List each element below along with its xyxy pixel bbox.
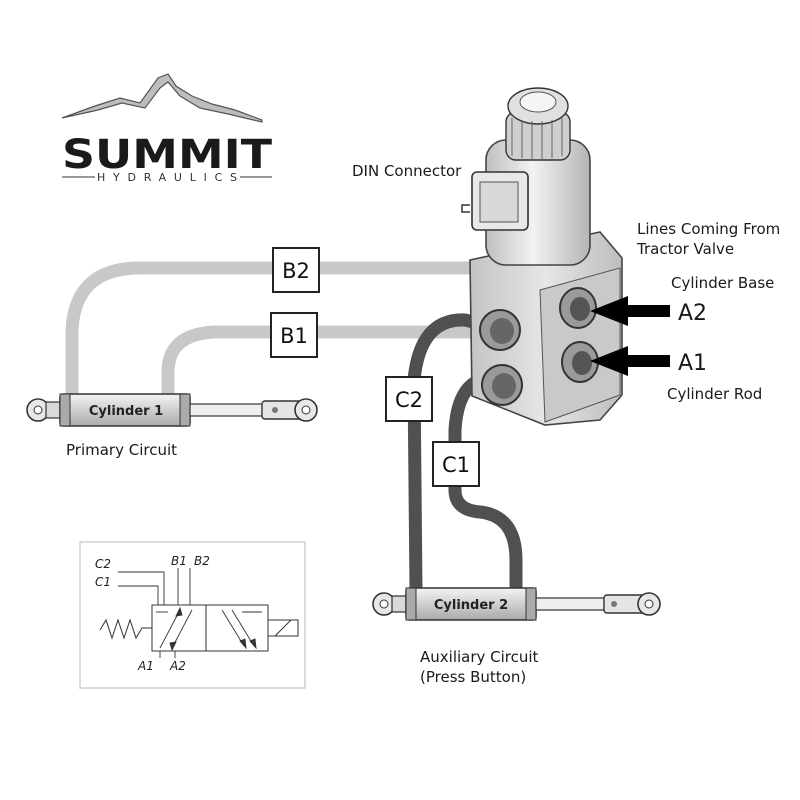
cylinder-2-rod	[535, 597, 609, 611]
label-lines-coming-from: Lines Coming From	[637, 220, 780, 238]
schematic-solenoid	[267, 619, 299, 637]
summit-logo: SUMMIT HYDRAULICS	[61, 73, 273, 184]
label-primary-circuit: Primary Circuit	[66, 441, 177, 459]
arrows	[590, 296, 670, 376]
hose-b1	[161, 325, 495, 405]
arrow-a1	[590, 346, 670, 376]
schematic-label-b2: B2	[194, 554, 210, 568]
label-a1: A1	[678, 351, 707, 376]
selector-valve	[461, 87, 623, 426]
label-press-button: (Press Button)	[420, 668, 526, 686]
schematic-lead-c1	[118, 585, 159, 605]
solenoid-cap-top	[519, 91, 557, 113]
hoses	[65, 261, 523, 597]
label-cylinder-base: Cylinder Base	[671, 274, 774, 292]
hose-c2	[407, 313, 485, 597]
port-a1-inner	[572, 351, 592, 375]
din-connector-face	[479, 181, 519, 223]
mountain-icon	[61, 73, 263, 123]
cylinder-1-eye-left-hole	[33, 405, 43, 415]
cylinder-2: Cylinder 2	[372, 587, 661, 621]
cylinder-2-pin	[611, 601, 617, 607]
label-auxiliary-circuit: Auxiliary Circuit	[420, 648, 539, 666]
svg-text:C2: C2	[395, 388, 423, 412]
svg-text:B2: B2	[282, 259, 310, 283]
port-label-b1: B1	[270, 312, 318, 358]
cylinder-1-endcap-right	[179, 393, 191, 427]
arrow-a2	[590, 296, 670, 326]
cylinder-1-endcap-left	[59, 393, 71, 427]
schematic-label-a2: A2	[169, 659, 186, 673]
svg-text:C1: C1	[442, 453, 470, 477]
cylinder-2-endcap-left	[405, 587, 417, 621]
schematic-label-c1: C1	[95, 575, 111, 589]
cylinder-2-label: Cylinder 2	[434, 598, 508, 613]
cylinder-1: Cylinder 1	[26, 393, 318, 427]
cylinder-1-pin	[272, 407, 278, 413]
schematic-spring	[99, 618, 152, 640]
cylinder-1-eye-right-hole	[301, 405, 311, 415]
schematic-label-a1: A1	[137, 659, 154, 673]
cylinder-2-endcap-right	[525, 587, 537, 621]
cylinder-2-eye-right-hole	[644, 599, 654, 609]
schematic-flow-arrows-right	[221, 609, 257, 650]
label-cylinder-rod: Cylinder Rod	[667, 385, 762, 403]
port-a2-inner	[570, 297, 590, 321]
hose-c1	[448, 371, 523, 597]
port-label-c2: C2	[385, 376, 433, 422]
schematic-flow-arrows-left	[159, 606, 193, 652]
port-label-b2: B2	[272, 247, 320, 293]
schematic-label-b1: B1	[171, 554, 187, 568]
port-c1-inner	[492, 373, 516, 399]
port-c2-inner	[490, 318, 514, 344]
din-connector-clip	[461, 204, 470, 213]
schematic-solenoid-diag	[274, 619, 292, 637]
cylinder-2-eye-left-hole	[379, 599, 389, 609]
schematic-frame	[79, 541, 306, 689]
brand-name: SUMMIT	[62, 132, 273, 178]
schematic-label-c2: C2	[95, 557, 111, 571]
knurl-lines	[511, 118, 563, 159]
cylinder-1-rod	[189, 403, 266, 417]
hose-b2	[65, 261, 477, 405]
label-tractor-valve: Tractor Valve	[636, 240, 734, 258]
label-din-connector: DIN Connector	[352, 162, 462, 180]
schematic-lead-c2	[118, 571, 165, 605]
hydraulic-schematic: C2 C1 B1 B2 A1 A2	[79, 541, 306, 689]
label-a2: A2	[678, 301, 707, 326]
svg-text:B1: B1	[280, 324, 308, 348]
cylinder-1-label: Cylinder 1	[89, 404, 163, 419]
port-label-c1: C1	[432, 441, 480, 487]
